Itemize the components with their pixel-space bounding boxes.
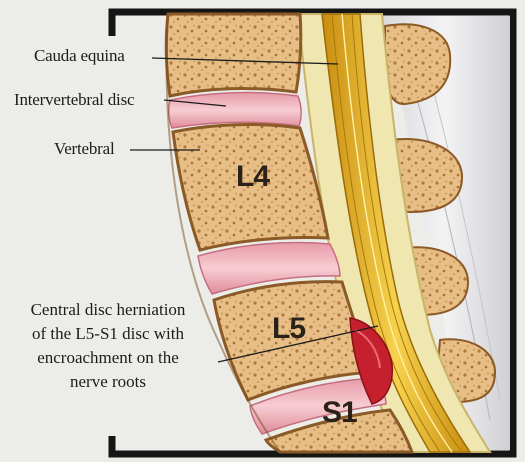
label-herniation-line-2: of the L5-S1 disc with: [8, 322, 208, 346]
label-intervertebral-disc: Intervertebral disc: [14, 90, 134, 110]
vertebra-label-s1: S1: [322, 396, 357, 430]
vertebral-body-top: [166, 14, 301, 96]
label-herniation-line-1: Central disc herniation: [8, 298, 208, 322]
label-herniation: Central disc herniation of the L5-S1 dis…: [8, 298, 208, 394]
label-herniation-line-3: encroachment on the: [8, 346, 208, 370]
disc-upper: [169, 93, 301, 128]
label-vertebral: Vertebral: [54, 139, 115, 159]
vertebra-label-l4: L4: [236, 160, 269, 194]
vertebra-label-l5: L5: [272, 312, 305, 346]
label-herniation-line-4: nerve roots: [8, 370, 208, 394]
label-cauda-equina: Cauda equina: [34, 46, 125, 66]
